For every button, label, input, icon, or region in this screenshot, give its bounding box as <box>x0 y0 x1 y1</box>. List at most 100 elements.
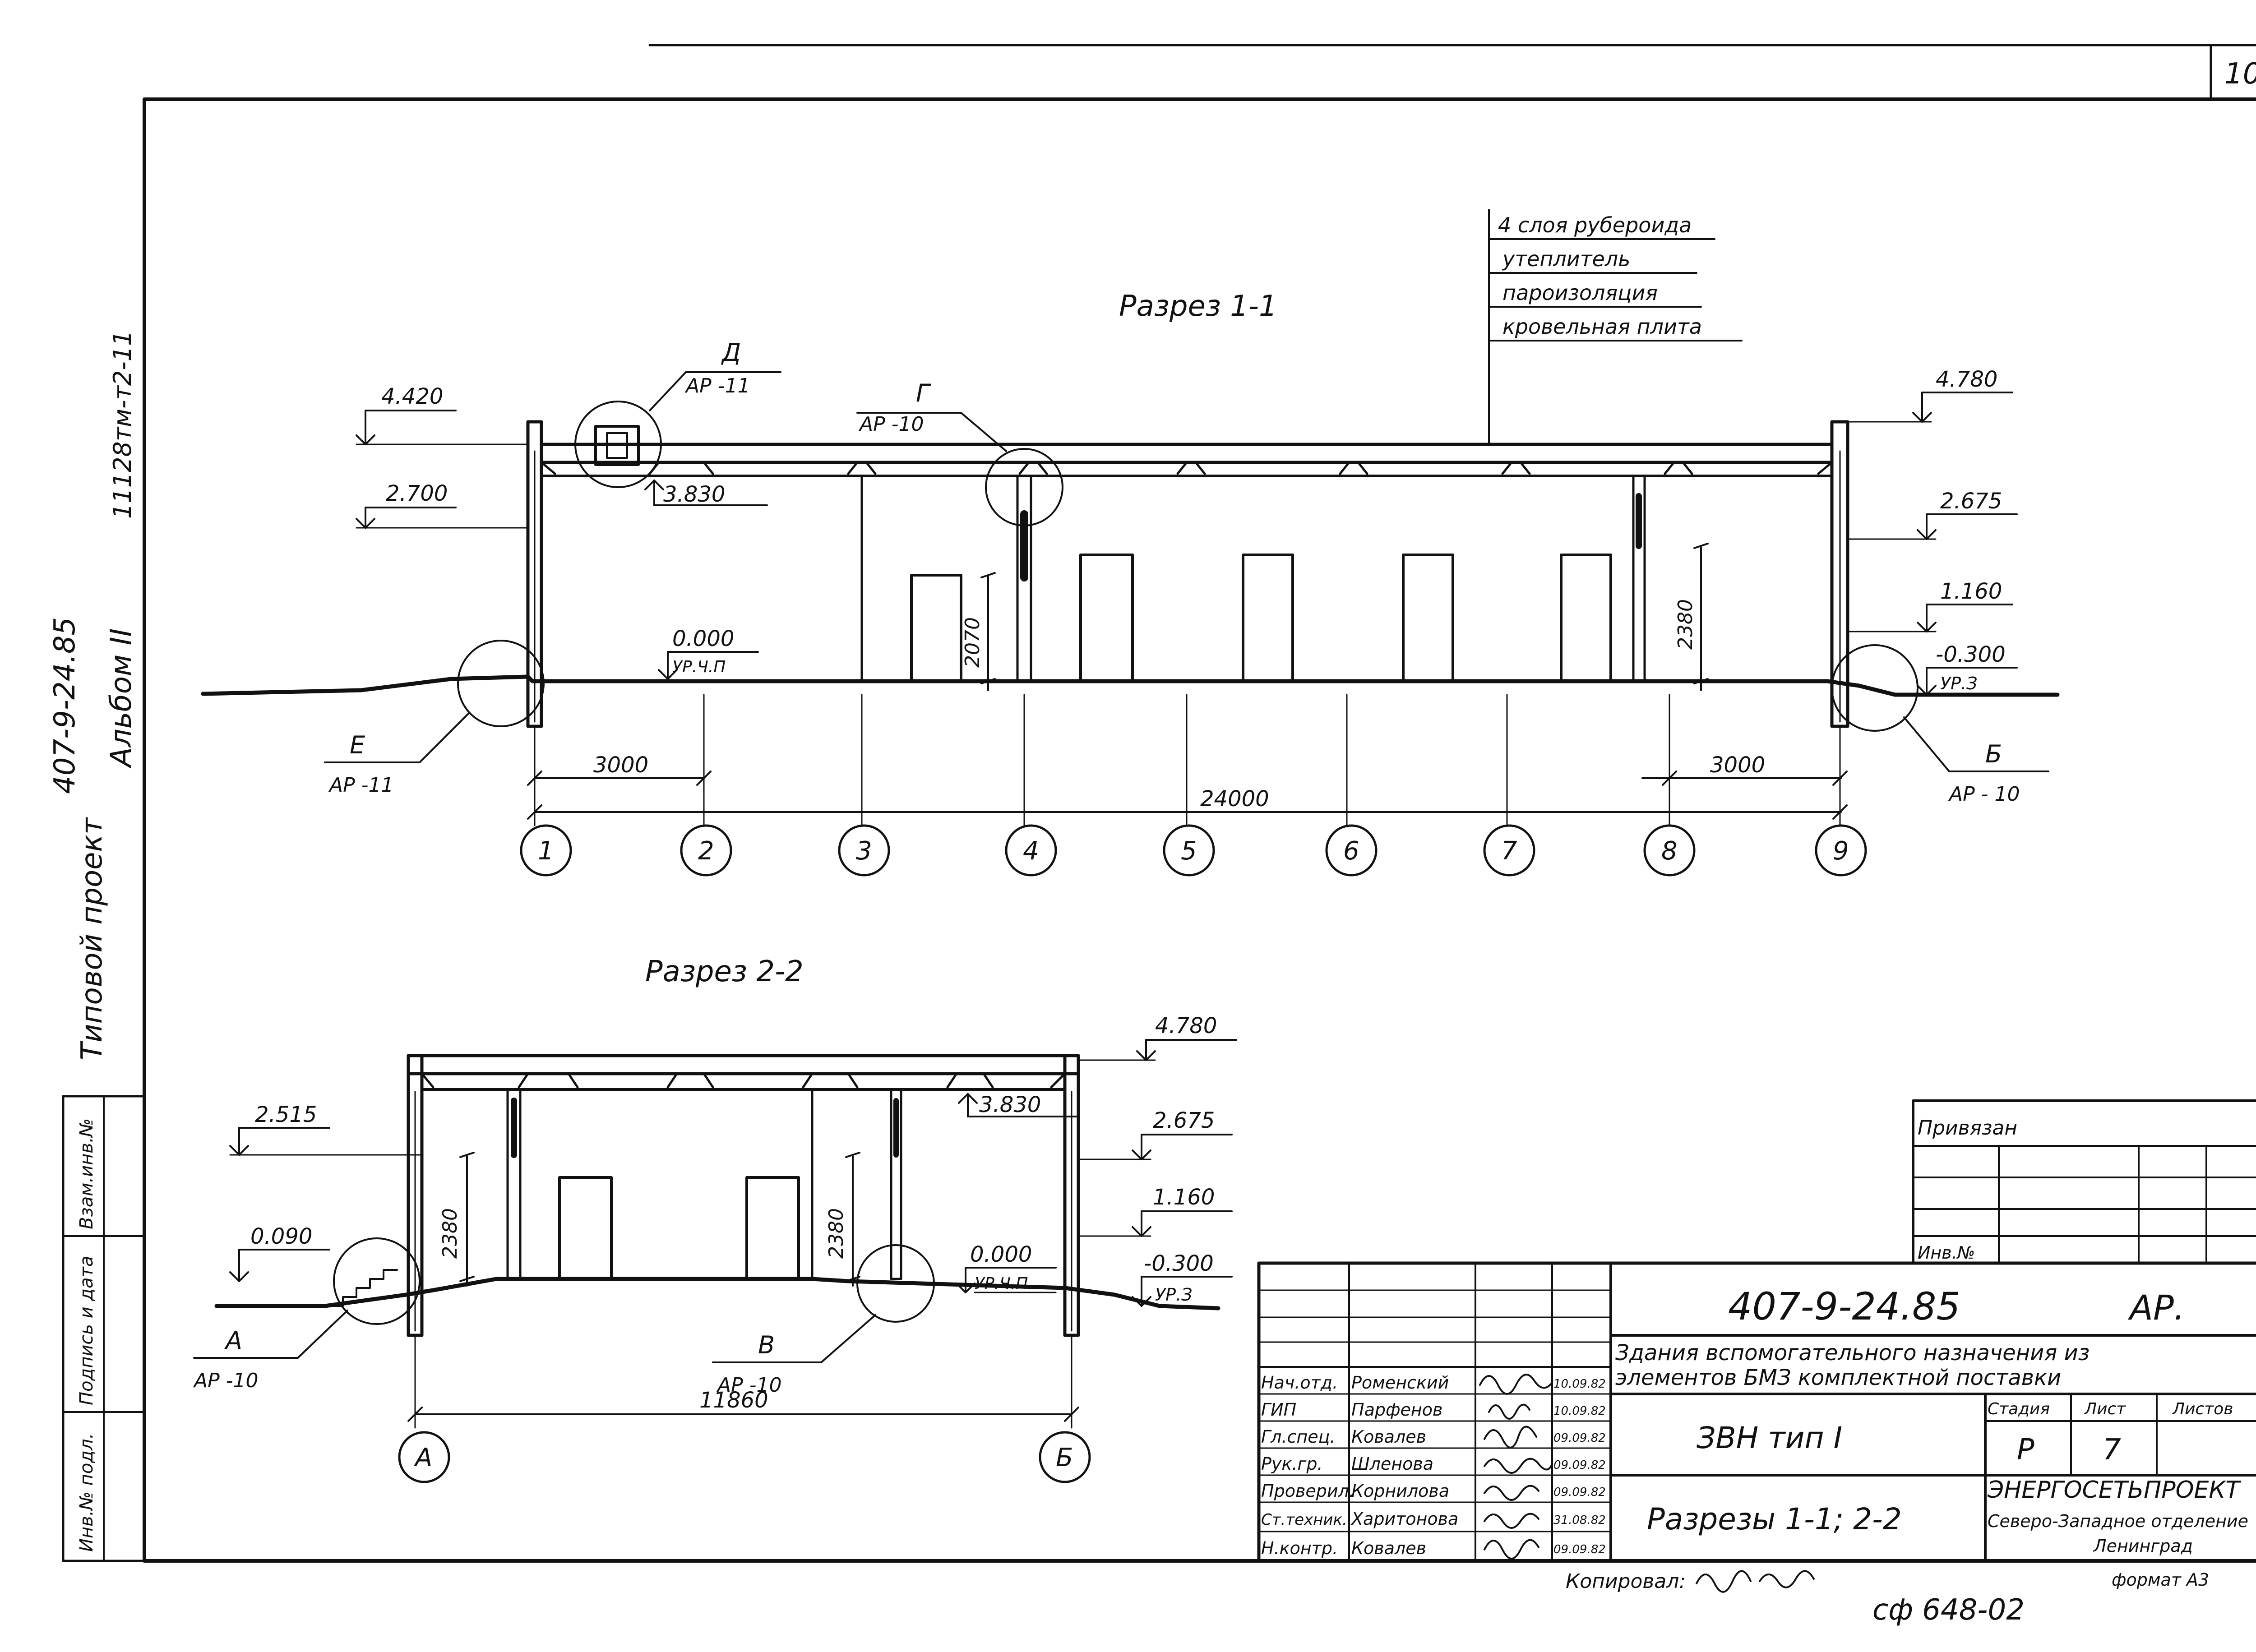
level-marks-right-2: 4.780 3.830 2.675 1.160 0.000 УР. <box>956 1013 1237 1307</box>
staff-name-1: Парфенов <box>1351 1400 1442 1420</box>
roof-layer-1: 4 слоя рубероида <box>1498 213 1692 237</box>
axis-9: 9 <box>1833 836 1849 866</box>
level-ur3-2: УР.З <box>1155 1285 1193 1305</box>
roof-layer-4: кровельная плита <box>1502 314 1702 339</box>
roof-layer-3: пароизоляция <box>1502 281 1658 305</box>
axis-2: 2 <box>698 836 714 866</box>
axis-b: Б <box>1056 1443 1073 1472</box>
level-0000: 0.000 <box>672 626 734 651</box>
privyazan-label: Привязан <box>1918 1117 2017 1140</box>
staff-role-2: Гл.спец. <box>1261 1427 1336 1447</box>
staff-role-1: ГИП <box>1261 1400 1296 1420</box>
staff-name-2: Ковалев <box>1351 1427 1426 1447</box>
callout-e-letter: Е <box>350 731 365 759</box>
level-marks-left-2: 2.515 0.090 <box>229 1102 423 1282</box>
callout-a-ref: АР -10 <box>193 1369 258 1392</box>
callout-circle-b <box>1831 644 1919 732</box>
side-stamp-code: 11128тм-т2-11 <box>108 331 137 519</box>
stamp-col-sheets: Листов <box>2172 1400 2233 1418</box>
footer-sheet-code: сф 648-02 <box>1872 1593 2025 1627</box>
roof-layers-note: 4 слоя рубероида утеплитель пароизоляция… <box>1488 209 1743 445</box>
stamp-object: ЗВН тип I <box>1697 1421 1842 1455</box>
level-2675-2: 2.675 <box>1153 1108 1215 1133</box>
level-marks-left-1: 4.420 2.700 3.830 0.000 УР.Ч.П <box>356 384 768 680</box>
callout-v-letter: В <box>758 1331 775 1359</box>
ground-line-1 <box>201 674 2060 697</box>
level-2515: 2.515 <box>255 1102 317 1127</box>
side-project-code: 407-9-24.85 <box>48 617 82 794</box>
staff-role-4: Проверил. <box>1261 1481 1355 1501</box>
stamp-org3: Ленинград <box>2093 1536 2193 1556</box>
callout-circle-e <box>457 640 545 727</box>
stamp-org2: Северо-Западное отделение <box>1988 1511 2248 1531</box>
level-ur-chp: УР.Ч.П <box>672 658 726 676</box>
left-foundation-steps <box>324 1269 398 1307</box>
signatures <box>1479 1374 1553 1560</box>
section-1-title: Разрез 1-1 <box>1119 290 1277 323</box>
stamp-org1: ЭНЕРГОСЕТЬПРОЕКТ <box>1987 1477 2242 1504</box>
roof-ribs-1 <box>540 461 1833 475</box>
level-0090: 0.090 <box>250 1224 312 1249</box>
level-3830-2: 3.830 <box>979 1092 1041 1117</box>
staff-table: Нач.отд. Роменский 10.09.82 ГИП Парфенов… <box>1261 1373 1606 1560</box>
staff-role-6: Н.контр. <box>1261 1538 1338 1558</box>
roof-slab-2 <box>407 1054 1080 1075</box>
callout-circle-v <box>856 1244 935 1323</box>
dim-11860: 11860 <box>699 1388 768 1413</box>
staff-role-0: Нач.отд. <box>1261 1373 1338 1393</box>
staff-name-4: Корнилова <box>1351 1481 1449 1501</box>
callout-d-ref: АР -11 <box>684 374 750 397</box>
door-4 <box>1402 554 1454 683</box>
callout-circle-d <box>574 401 662 488</box>
side-col-sign: Подпись и дата <box>76 1256 97 1405</box>
roof-layer-2: утеплитель <box>1502 247 1630 271</box>
stamp-stage: Р <box>2017 1433 2034 1467</box>
stamp-code: 407-9-24.85 <box>1728 1284 1960 1329</box>
level-3830: 3.830 <box>663 482 725 507</box>
level-ur-chp-2: УР.Ч.П. <box>975 1274 1033 1293</box>
level-ur3-r: УР.З <box>1940 674 1978 693</box>
dim-3000-right: 3000 <box>1710 752 1765 778</box>
footer-format: формат А3 <box>2112 1570 2209 1590</box>
staff-role-5: Ст.техник. <box>1261 1511 1347 1529</box>
callout-circle-a <box>333 1237 421 1325</box>
dims-horizontal-1: 3000 3000 24000 <box>527 752 1848 820</box>
level-0000-2: 0.000 <box>970 1242 1032 1267</box>
ground-line-2 <box>214 1277 1220 1311</box>
partition-2c <box>890 1088 902 1280</box>
dim-2070: 2070 <box>961 617 984 668</box>
partition-axis8 <box>1632 475 1646 683</box>
stamp-sheet-title: Разрезы 1-1; 2-2 <box>1647 1502 1902 1537</box>
copied-signature <box>1696 1570 1815 1593</box>
level-2700: 2.700 <box>386 481 448 506</box>
callout-d-letter: Д <box>721 338 741 367</box>
staff-date-6: 09.09.82 <box>1553 1543 1606 1556</box>
left-wall-1 <box>526 420 543 728</box>
staff-date-5: 31.08.82 <box>1553 1514 1606 1527</box>
side-album: Альбом II <box>105 628 138 769</box>
sheet-frame: 10 Инв.№ подл. Подпись и дата Взам.инв.№… <box>48 44 2256 1563</box>
side-col-inv: Инв.№ подл. <box>76 1433 97 1552</box>
stamp-name-line2: элементов БМЗ комплектной поставки <box>1615 1365 2061 1390</box>
partition-axis4 <box>1016 475 1032 683</box>
partition-2a <box>506 1088 522 1280</box>
callout-g-letter: Г <box>916 379 931 407</box>
door-3 <box>1242 554 1294 683</box>
level-m0300-r: -0.300 <box>1936 642 2006 667</box>
callout-circle-g <box>985 448 1063 526</box>
roof-vent-box <box>594 425 640 466</box>
callout-a-letter: А <box>224 1326 242 1355</box>
stamp-sheet-no: 7 <box>2103 1433 2121 1467</box>
level-2675-r: 2.675 <box>1940 489 2002 514</box>
axis-a: А <box>414 1443 432 1472</box>
level-m0300-2: -0.300 <box>1144 1251 1214 1276</box>
side-col-replace: Взам.инв.№ <box>76 1118 97 1229</box>
staff-date-2: 09.09.82 <box>1553 1431 1606 1445</box>
page-number: 10 <box>2224 57 2256 91</box>
staff-name-0: Роменский <box>1351 1373 1449 1393</box>
roof-slab-1 <box>540 443 1834 464</box>
axis-4: 4 <box>1023 836 1039 866</box>
door-2-1 <box>558 1176 613 1280</box>
staff-date-1: 10.09.82 <box>1553 1404 1606 1418</box>
